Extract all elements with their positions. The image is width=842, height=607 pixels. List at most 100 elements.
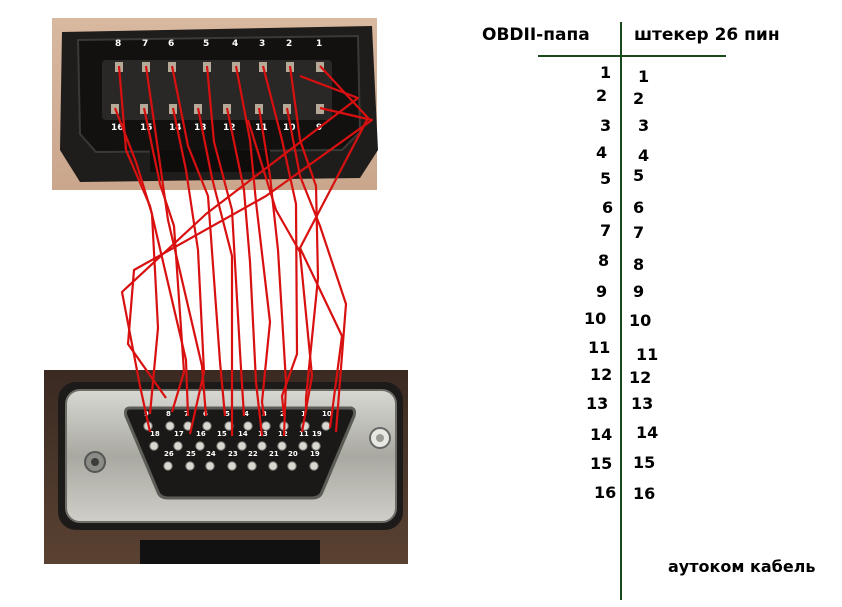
db26-pin-hole <box>185 461 195 471</box>
db26-pin-hole <box>227 461 237 471</box>
db26-pin-label: 4 <box>244 410 249 418</box>
obd-pin-label: 1 <box>316 39 322 49</box>
db26-pin-label: 5 <box>225 410 230 418</box>
db26-pin-number: 7 <box>633 223 644 242</box>
obd-pin-number: 15 <box>590 454 612 473</box>
db26-pin-label: 19 <box>310 450 320 458</box>
db26-pin-hole <box>287 461 297 471</box>
db26-pin-hole <box>165 421 175 431</box>
db26-pin-label: 14 <box>238 430 248 438</box>
wire <box>142 107 186 413</box>
db26-pin: 19 <box>311 430 322 451</box>
db26-pin-label: 23 <box>228 450 238 458</box>
db26-pin-label: 24 <box>206 450 216 458</box>
obd-pin-label: 4 <box>232 39 238 49</box>
obd-pin-number: 7 <box>600 221 611 240</box>
header-db26: штекер 26 пин <box>634 25 780 45</box>
obd-pin-number: 13 <box>586 394 608 413</box>
db26-pin-hole <box>277 441 287 451</box>
db26-pin-number: 8 <box>633 255 644 274</box>
db26-pin-number: 2 <box>633 89 644 108</box>
obd-pin-label: 14 <box>169 123 182 133</box>
db26-pin-label: 7 <box>184 410 189 418</box>
db26-pin-hole <box>195 441 205 451</box>
db26-pin: 26 <box>163 450 174 471</box>
db26-pin: 4 <box>243 410 253 431</box>
db26-pin: 22 <box>247 450 258 471</box>
db26-pin-number: 13 <box>631 394 653 413</box>
db26-pin-number: 12 <box>629 368 651 387</box>
db26-pin-hole <box>163 461 173 471</box>
obd-pin-label: 10 <box>283 123 296 133</box>
wire <box>246 119 314 433</box>
db26-pin: 16 <box>195 430 206 451</box>
db26-pin-number: 1 <box>638 67 649 86</box>
db26-pin-label: 2 <box>280 410 285 418</box>
obd-pin-label: 16 <box>111 123 124 133</box>
db26-pin-hole <box>298 441 308 451</box>
db26-pin-label: 11 <box>299 430 309 438</box>
obd-pin-number: 1 <box>600 63 611 82</box>
db26-pin: 11 <box>298 430 309 451</box>
cable-name: аутоком кабель <box>668 557 816 576</box>
wire <box>196 107 234 436</box>
db26-pin: 23 <box>227 450 238 471</box>
obd-pin-number: 8 <box>598 251 609 270</box>
db26-pin-label: 12 <box>278 430 288 438</box>
db26-pin-label: 13 <box>258 430 268 438</box>
obd-pin-label: 5 <box>203 39 209 49</box>
db26-pin: 13 <box>257 430 268 451</box>
obd-pin-label: 3 <box>259 39 265 49</box>
obd-pin-number: 2 <box>596 86 607 105</box>
wire <box>261 65 299 417</box>
header-obd: OBDII-папа <box>482 25 590 45</box>
db26-pin-hole <box>205 461 215 471</box>
db26-pin-label: 18 <box>150 430 160 438</box>
db26-pin-label: 21 <box>269 450 279 458</box>
wire <box>170 65 227 417</box>
obd-pin-number: 16 <box>594 483 616 502</box>
db26-pin-hole <box>202 421 212 431</box>
db26-pin-hole <box>247 461 257 471</box>
db26-pin: 19 <box>309 450 320 471</box>
db26-pin: 20 <box>287 450 298 471</box>
obd-pin-number: 3 <box>600 116 611 135</box>
obd-pin-number: 11 <box>588 338 610 357</box>
db26-pin: 15 <box>216 430 227 451</box>
obd-pin-label: 8 <box>115 39 121 49</box>
obd-pin-label: 15 <box>140 123 153 133</box>
wire <box>234 65 272 417</box>
db26-pin-label: 19 <box>312 430 322 438</box>
db26-pin-label: 1 <box>301 410 306 418</box>
obd-pin-label: 2 <box>286 39 292 49</box>
db26-pin-hole <box>173 441 183 451</box>
db26-pin-number: 4 <box>638 146 649 165</box>
db26-pin-label: 22 <box>248 450 258 458</box>
db26-pin-number: 14 <box>636 423 658 442</box>
db26-pin: 24 <box>205 450 216 471</box>
db26-pin-number: 11 <box>636 345 658 364</box>
wire <box>113 107 160 415</box>
pin-mapping-table: OBDII-папа штекер 26 пин 123456789101112… <box>482 22 816 600</box>
obd-pin-number: 10 <box>584 309 606 328</box>
db26-pin-hole <box>268 461 278 471</box>
db26-pin-label: 15 <box>217 430 227 438</box>
db26-pin-hole <box>149 441 159 451</box>
db26-pin-hole <box>311 441 321 451</box>
db26-pin-hole <box>243 421 253 431</box>
db26-pin-label: 20 <box>288 450 298 458</box>
obd-pin-number: 9 <box>596 282 607 301</box>
db26-pin-label: 16 <box>196 430 206 438</box>
db26-pin-label: 26 <box>164 450 174 458</box>
obd-pin-label: 6 <box>168 39 174 49</box>
wire <box>285 107 348 433</box>
db26-pin-label: 25 <box>186 450 196 458</box>
obd-pin-number: 4 <box>596 143 607 162</box>
obd-pin-label: 12 <box>223 123 236 133</box>
db26-pin-number: 9 <box>633 282 644 301</box>
